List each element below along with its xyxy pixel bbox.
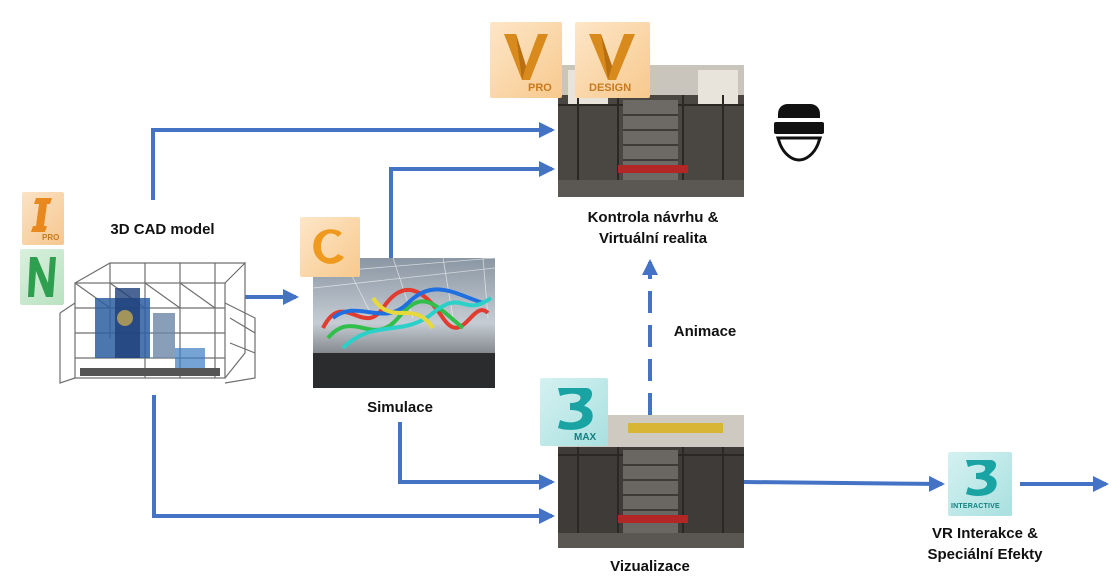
animation-label: Animace [673, 323, 737, 340]
vred-design-icon: DESIGN [575, 22, 650, 98]
3ds-max-interactive-icon: INTERACTIVE [948, 452, 1012, 516]
simulation-image [313, 258, 495, 388]
arrow-vis-to-interactive [743, 475, 945, 492]
vred-pro-icon: PRO [490, 22, 562, 98]
arrow-sim-to-review [389, 161, 555, 258]
vr-label-line2: Speciální Efekty [927, 546, 1043, 563]
arrow-cad-to-review [151, 122, 555, 200]
navisworks-icon [20, 249, 64, 305]
arrow-sim-to-vis [398, 422, 555, 490]
cad-model-label: 3D CAD model [110, 221, 215, 238]
vr-label-line1: VR Interakce & [932, 525, 1038, 542]
cad-model-image [59, 262, 256, 384]
review-label: Kontrola návrhu & Virtuální realita [558, 207, 748, 249]
3ds-max-icon: MAX [540, 378, 608, 446]
vr-effects-label: VR Interakce & Speciální Efekty [905, 523, 1065, 565]
arrow-cad-to-vis [152, 395, 555, 524]
review-label-line1: Kontrola návrhu & [587, 209, 719, 226]
design-review-image [558, 65, 744, 197]
cfd-icon [300, 217, 360, 277]
visualization-label: Vizualizace [610, 558, 690, 575]
vr-headset-icon [774, 104, 824, 162]
inventor-pro-icon: PRO [22, 192, 64, 245]
simulation-label: Simulace [367, 399, 433, 416]
review-label-line2: Virtuální realita [598, 230, 708, 247]
